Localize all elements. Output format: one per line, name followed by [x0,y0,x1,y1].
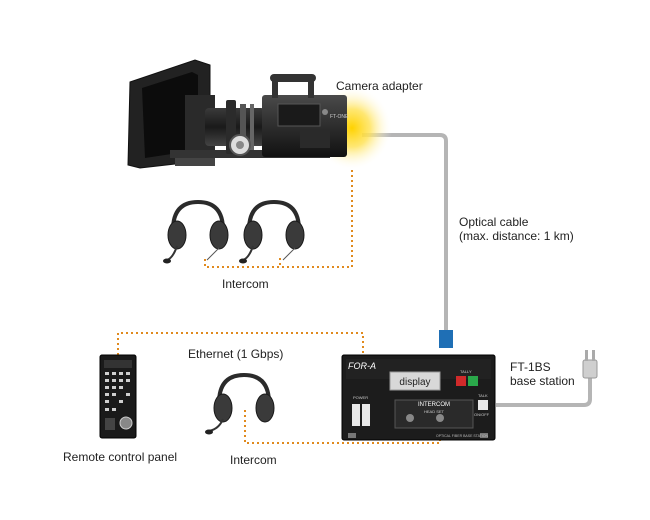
base-station-headset-label: HEAD SET [424,409,445,414]
camera-adapter-label: Camera adapter [336,79,423,93]
base-station-power-label: POWER [353,395,368,400]
ethernet-label: Ethernet (1 Gbps) [188,347,284,361]
base-station-front-label: OPTICAL FIBER BASE STATION [436,434,489,438]
power-plug-icon [582,350,598,379]
power-cable [496,378,592,407]
optical-cable-distance-label: (max. distance: 1 km) [459,229,574,243]
base-station-label: base station [510,374,575,388]
base-station-tally-label: TALLY [460,369,472,374]
remote-control-panel-icon [99,354,137,439]
base-station-brand: FOR-A [348,361,376,371]
intercom-bottom-label: Intercom [230,453,277,467]
optical-cable [362,133,448,330]
headset-icon [205,372,275,435]
base-station-talk-label: TALK [478,393,488,398]
base-station-onoff-label: ON/OFF [474,412,490,417]
headset-icon [239,199,305,264]
base-station-display: display [399,377,430,388]
base-station-model-label: FT-1BS [510,360,551,374]
base-station-icon [341,354,496,441]
camera-brand-mark: FT-ONE [330,114,349,120]
intercom-top-label: Intercom [222,277,269,291]
base-station-intercom-label: INTERCOM [418,402,450,408]
camera-icon [127,59,347,169]
remote-panel-label: Remote control panel [63,450,178,464]
optical-connector [439,330,453,348]
headset-icon [163,199,229,264]
optical-cable-label: Optical cable [459,215,529,229]
